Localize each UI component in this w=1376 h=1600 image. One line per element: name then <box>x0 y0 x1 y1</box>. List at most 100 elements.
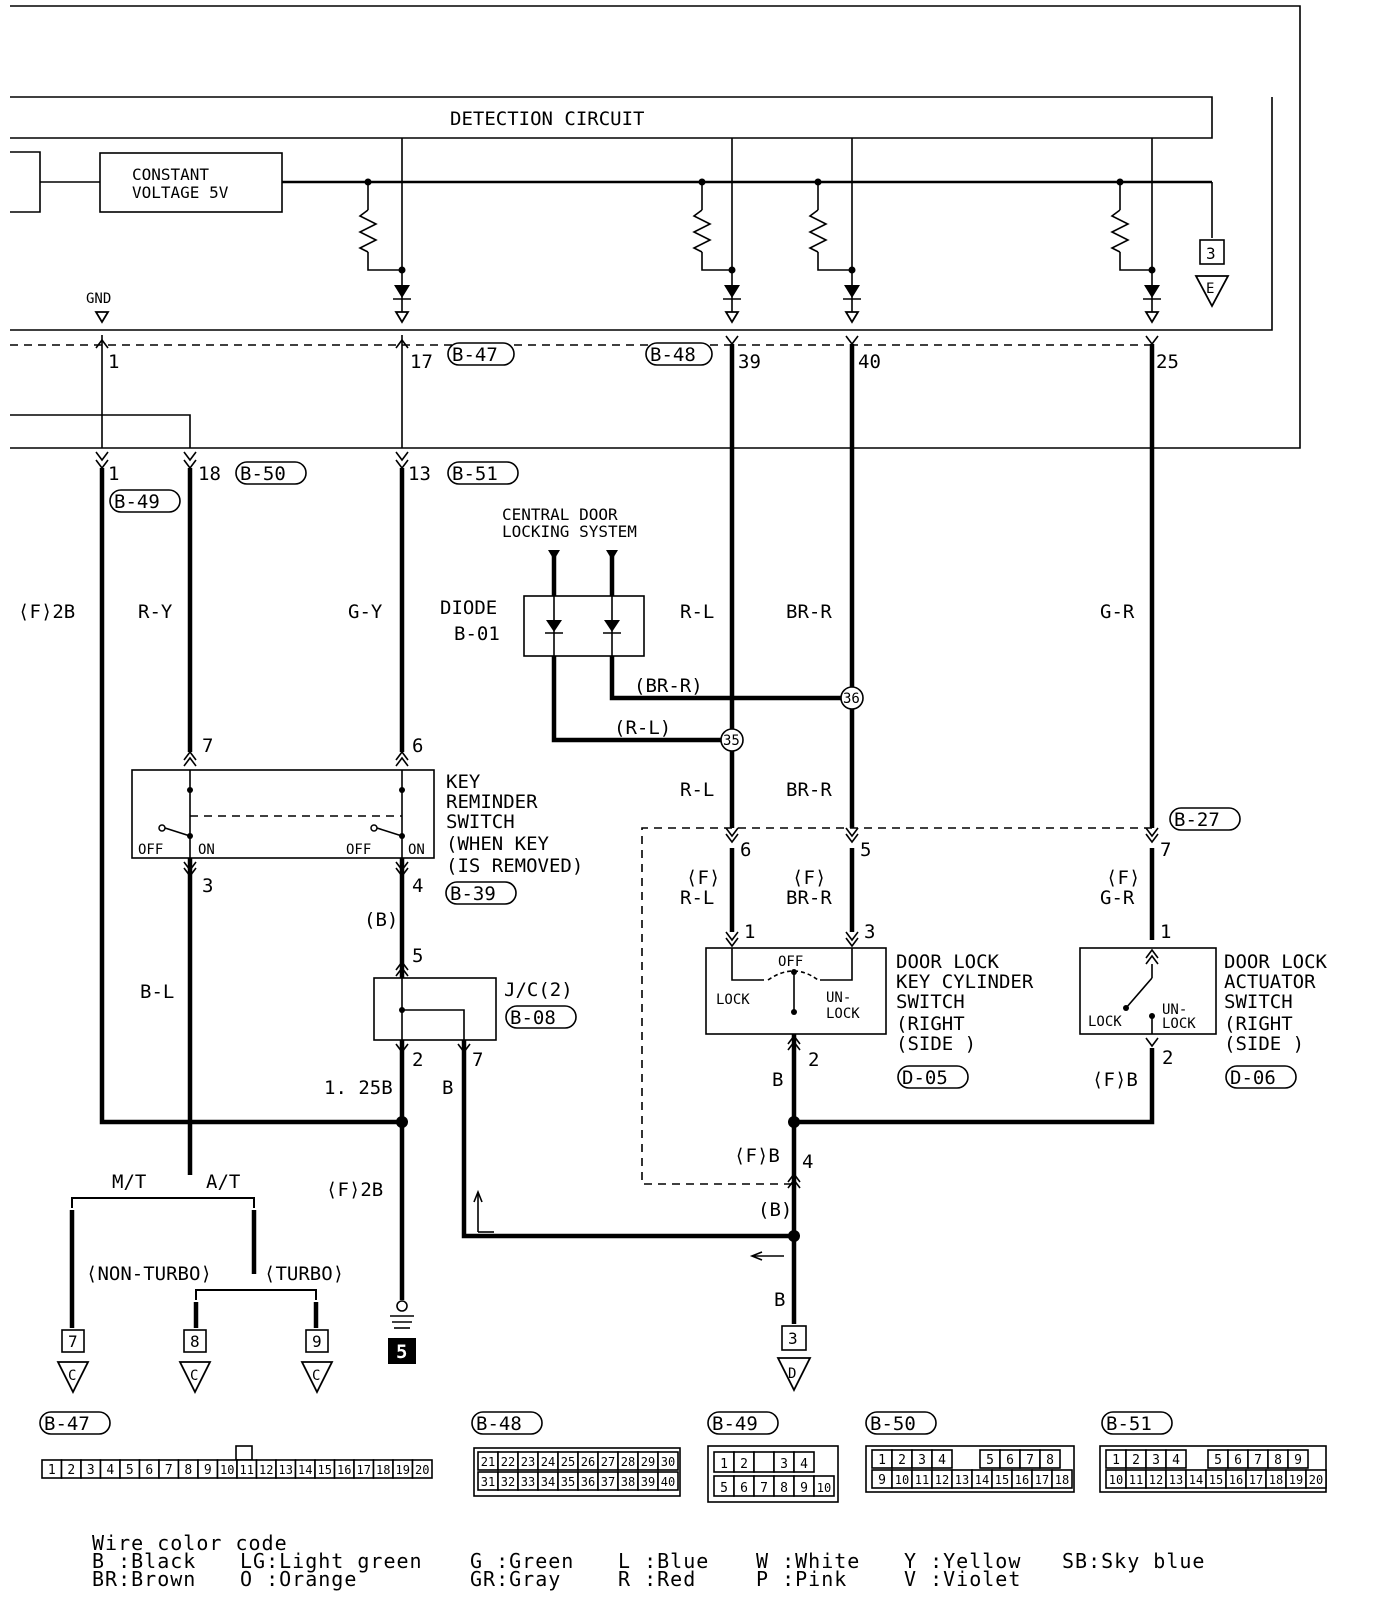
svg-text:3: 3 <box>202 875 213 897</box>
connector-pin-number: 3 <box>1152 1453 1160 1468</box>
ecu-ground-triangle <box>1194 275 1230 308</box>
svg-text:2: 2 <box>808 1049 819 1071</box>
pin-b50-18-label: 18 <box>198 463 221 485</box>
connector-pin-number: 3 <box>918 1453 926 1468</box>
detection-circuit-label: DETECTION CIRCUIT <box>450 108 644 130</box>
connector-pin-number: 23 <box>521 1455 535 1469</box>
connector-pin-number: 7 <box>760 1481 768 1496</box>
connector-pin-number: 2 <box>67 1463 75 1478</box>
svg-text:1: 1 <box>744 921 755 943</box>
svg-text:⟨F⟩2B: ⟨F⟩2B <box>326 1179 383 1201</box>
connector-pin-number: 10 <box>895 1473 909 1487</box>
pin-b49-1-label: 1 <box>108 463 119 485</box>
connector-pin-number: 9 <box>800 1481 808 1496</box>
legend-entry: V :Violet <box>904 1567 1021 1591</box>
connector-pin-number: 4 <box>938 1453 946 1468</box>
legend-entry: BR:Brown <box>92 1567 196 1591</box>
key-reminder-switch: 7 6 OFF ON OFF ON 3 4 KEY REMINDER SWITC… <box>131 735 583 905</box>
connector-pin-number: 5 <box>986 1453 994 1468</box>
legend-entry: W :White <box>756 1549 860 1573</box>
svg-text:C: C <box>190 1368 198 1384</box>
connector-pin-number: 10 <box>1109 1473 1123 1487</box>
connector-pin-number: 21 <box>481 1455 495 1469</box>
svg-text:G-R: G-R <box>1100 601 1135 623</box>
legend-entry: Y :Yellow <box>904 1549 1021 1573</box>
connector-pin-number: 15 <box>995 1473 1009 1487</box>
svg-text:CENTRAL DOOR: CENTRAL DOOR <box>502 505 618 524</box>
connector-pin-number: 40 <box>661 1475 675 1489</box>
variant-labels: M/T A/T ⟨NON-TURBO⟩ ⟨TURBO⟩ <box>86 1171 344 1285</box>
svg-text:DOOR LOCK: DOOR LOCK <box>896 951 1000 973</box>
junction-35: 35 <box>720 728 744 752</box>
svg-text:OFF: OFF <box>778 954 803 970</box>
connector-b47-tag: B-47 <box>452 344 498 366</box>
connector-pin-number: 38 <box>621 1475 635 1489</box>
connector-pin-number: 15 <box>1209 1473 1223 1487</box>
svg-text:5: 5 <box>412 945 423 967</box>
junction-door-lock-ground <box>788 1116 800 1128</box>
pullup-resistor-3 <box>808 178 852 271</box>
connector-pin-number: 28 <box>621 1455 635 1469</box>
pullup-resistor-1 <box>358 178 402 271</box>
svg-text:B-47: B-47 <box>44 1413 90 1435</box>
connector-pin-number: 8 <box>184 1463 192 1478</box>
svg-text:LOCK: LOCK <box>1088 1014 1122 1030</box>
central-door-locking-feed: CENTRAL DOOR LOCKING SYSTEM <box>502 505 637 596</box>
svg-text:R-L: R-L <box>680 779 714 801</box>
connector-pin-number: 8 <box>1274 1453 1282 1468</box>
connector-pin-number: 6 <box>740 1481 748 1496</box>
connector-pin-number: 5 <box>720 1481 728 1496</box>
connector-pin-number: 35 <box>561 1475 575 1489</box>
connector-pin-number: 2 <box>898 1453 906 1468</box>
svg-text:(IS REMOVED): (IS REMOVED) <box>446 855 583 877</box>
connector-pin-number: 12 <box>1149 1473 1163 1487</box>
connector-pin-number: 34 <box>541 1475 555 1489</box>
connector-pin-number: 17 <box>357 1463 371 1477</box>
svg-text:OFF: OFF <box>346 842 371 858</box>
connector-pin-number: 27 <box>601 1455 615 1469</box>
junction-ground-splice <box>396 1116 408 1128</box>
connector-pin-number: 6 <box>145 1463 153 1478</box>
connector-pin-number: 8 <box>1046 1453 1054 1468</box>
gnd-triangle <box>94 311 110 324</box>
connector-pin-number: 18 <box>376 1463 390 1477</box>
detection-input-25 <box>1143 138 1161 324</box>
door-lock-key-cylinder-switch: 1 3 OFF LOCK UN- LOCK 2 DOOR LOCK KEY CY… <box>705 921 1034 1089</box>
connector-pin-number: 1 <box>878 1453 886 1468</box>
svg-text:7: 7 <box>472 1049 483 1071</box>
svg-text:LOCKING SYSTEM: LOCKING SYSTEM <box>502 522 637 541</box>
svg-text:7: 7 <box>202 735 213 757</box>
current-flow-arrows <box>473 1189 784 1261</box>
legend-entry: P :Pink <box>756 1567 847 1591</box>
detection-input-39 <box>723 138 741 324</box>
svg-text:6: 6 <box>740 839 751 861</box>
connector-pin-number: 18 <box>1055 1473 1069 1487</box>
svg-text:4: 4 <box>802 1151 813 1173</box>
svg-text:35: 35 <box>723 733 740 749</box>
svg-text:B-49: B-49 <box>712 1413 758 1435</box>
wire-ry-feed <box>10 414 191 448</box>
connector-pin-number: 11 <box>1129 1473 1143 1487</box>
svg-text:3: 3 <box>788 1329 798 1348</box>
svg-text:⟨TURBO⟩: ⟨TURBO⟩ <box>264 1263 344 1285</box>
wire-labels: ⟨F⟩2B R-Y G-Y R-L BR-R G-R (BR-R) (R-L) … <box>18 601 1140 1311</box>
svg-text:DIODE: DIODE <box>440 597 497 619</box>
svg-text:KEY: KEY <box>446 771 481 793</box>
svg-text:⟨F⟩: ⟨F⟩ <box>686 867 720 889</box>
svg-text:C: C <box>68 1368 76 1384</box>
connector-pin-number: 12 <box>259 1463 273 1477</box>
connector-pin-number: 33 <box>521 1475 535 1489</box>
svg-text:G-R: G-R <box>1100 887 1135 909</box>
connector-pin-number: 1 <box>1112 1453 1120 1468</box>
svg-text:6: 6 <box>412 735 423 757</box>
connector-pin-number: 9 <box>1294 1453 1302 1468</box>
connector-pin-number: 20 <box>415 1463 429 1477</box>
ecu-ground-pin-label: 3 <box>1206 244 1216 263</box>
svg-text:(R-L): (R-L) <box>614 717 671 739</box>
connector-pin-number: 12 <box>935 1473 949 1487</box>
svg-text:SWITCH: SWITCH <box>1224 991 1293 1013</box>
svg-text:9: 9 <box>312 1332 322 1351</box>
